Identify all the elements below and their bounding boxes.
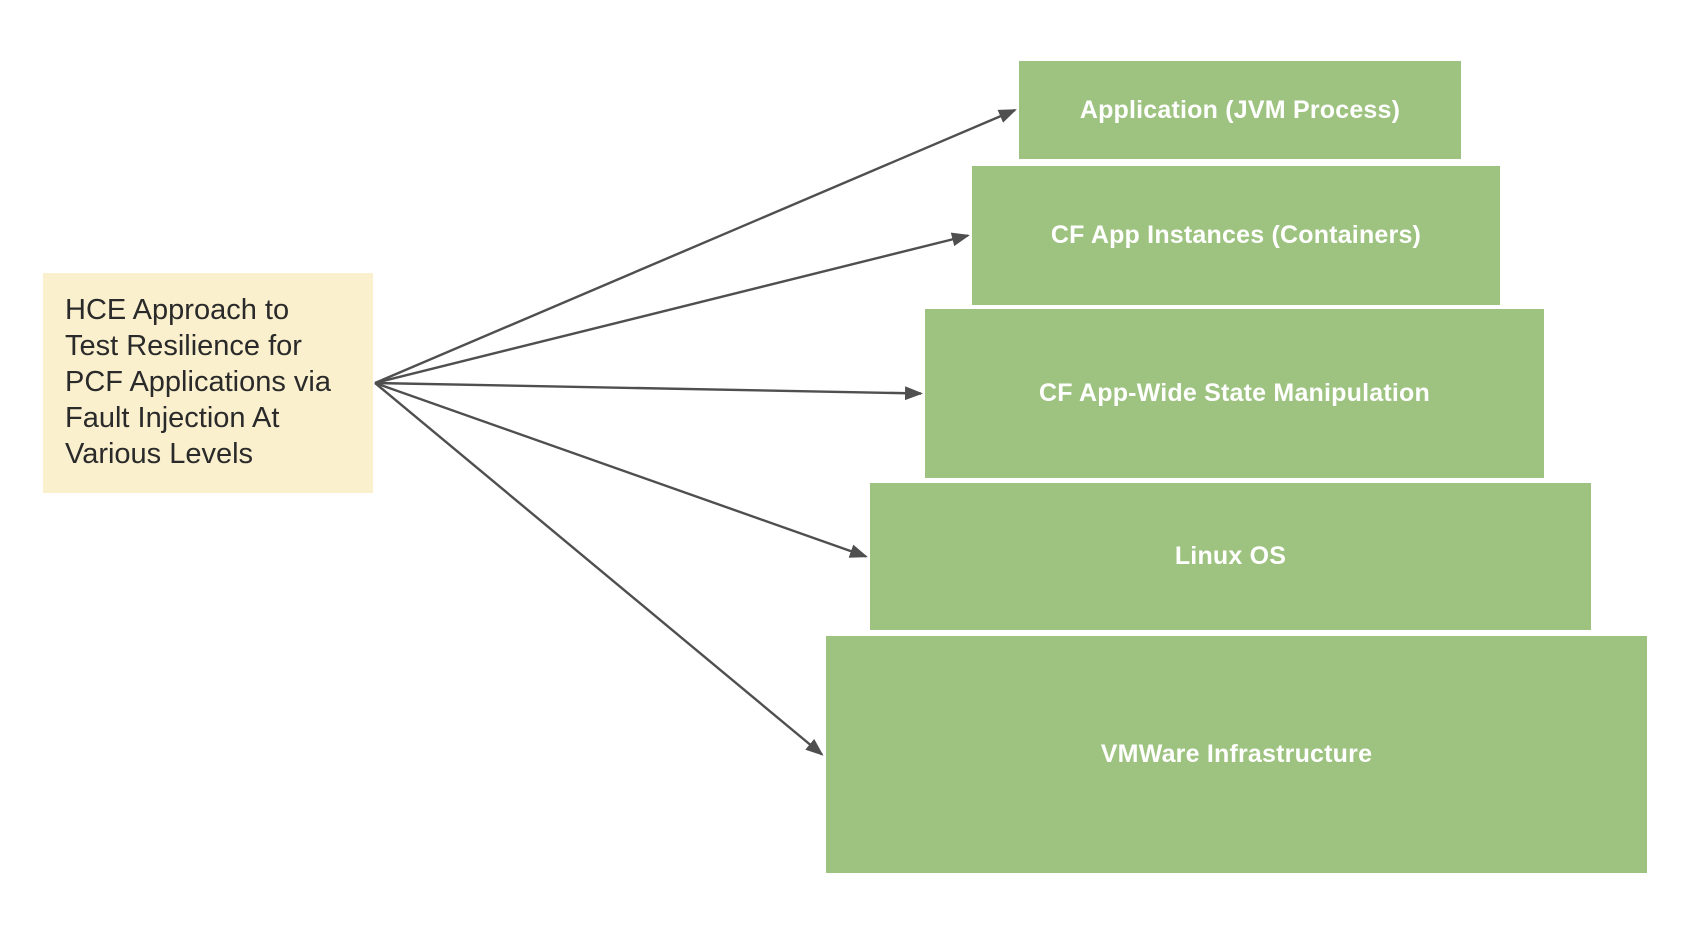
level-label: Linux OS (1174, 542, 1287, 570)
level-label: Application (JVM Process) (1079, 95, 1401, 124)
level-box-vmware-infrastructure: VMWare Infrastructure (826, 636, 1647, 873)
level-box-application-jvm-process: Application (JVM Process) (1019, 61, 1461, 159)
level-box-cf-app-wide-state-manipulation: CF App-Wide State Manipulation (925, 309, 1544, 478)
level-label: VMWare Infrastructure (1100, 740, 1373, 768)
level-label: CF App Instances (Containers) (1050, 221, 1422, 249)
note-box: HCE Approach to Test Resilience for PCF … (43, 273, 373, 493)
connector-arrow (374, 382, 824, 756)
connector-arrow (374, 381, 923, 401)
level-label: CF App-Wide State Manipulation (1039, 379, 1430, 407)
note-text: HCE Approach to Test Resilience for PCF … (65, 294, 331, 470)
connector-arrow (374, 381, 868, 558)
connector-arrow (374, 108, 1017, 385)
level-box-cf-app-instances: CF App Instances (Containers) (972, 166, 1500, 305)
level-box-linux-os: Linux OS (870, 483, 1591, 630)
connector-arrow (374, 232, 970, 385)
